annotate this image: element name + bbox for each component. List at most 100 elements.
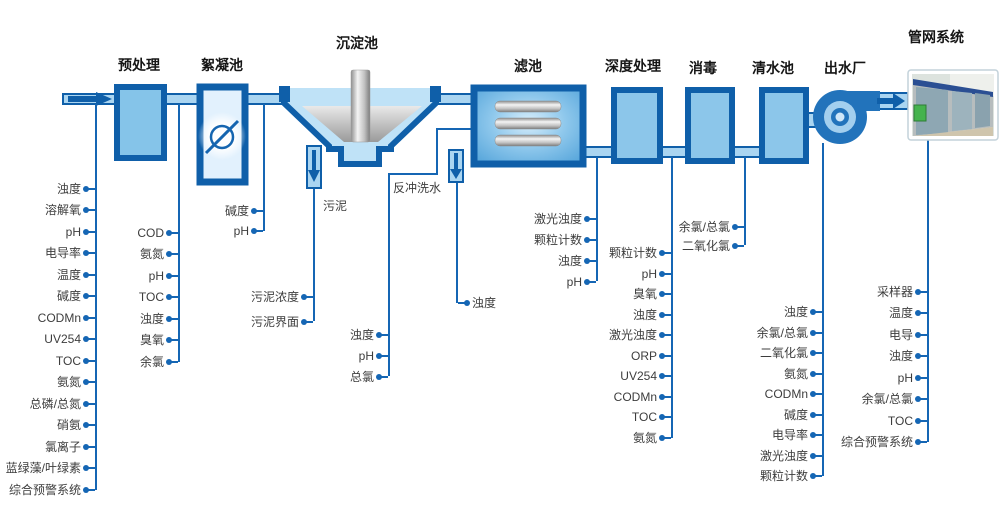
param-label: COD [137,225,164,240]
tick-connector-icon [659,352,671,359]
param-row: 余氯 [28,351,178,373]
tick-connector-icon [166,315,178,322]
stage-title-pipe-network: 管网系统 [908,29,964,45]
tick-connector-icon [83,228,95,235]
param-row: 电导率 [672,425,822,446]
param-row: UV254 [0,329,95,351]
tick-connector-icon [732,242,744,249]
tick-connector-icon [83,185,95,192]
tick-connector-icon [659,434,671,441]
param-row: 浊度 [0,178,95,200]
param-label: 综合预警系统 [840,435,913,450]
param-label: 电导率 [44,246,81,261]
tick-connector-icon [659,414,671,421]
param-label: 氨氮 [56,375,81,390]
pipe-network-photo [907,69,999,141]
tick-connector-icon [915,374,927,381]
param-row: 二氧化氯 [672,343,822,364]
param-row: 余氯/总氯 [672,323,822,344]
param-label: 氨氮 [783,366,808,381]
param-label: 余氯/总氯 [861,392,913,407]
param-row: 颗粒计数 [672,466,822,487]
param-row: 硝氨 [0,415,95,437]
param-label: CODMn [37,310,81,325]
tick-connector-icon [810,350,822,357]
tick-connector-icon [251,228,263,234]
tick-connector-icon [83,443,95,450]
param-row: 浊度 [238,324,388,345]
param-label: 温度 [888,306,913,321]
param-column-advanced: 颗粒计数 pH 臭氧 浊度 激光浊度 ORP UV254 CODMn TOC 氨… [521,243,671,448]
param-label: pH [233,224,249,238]
param-row: 污泥界面 [163,309,313,334]
inflow-arrow-icon [68,92,112,106]
param-column-pipe-network: 采样器 温度 电导 浊度 pH 余氯/总氯 TOC 综合预警系统 [777,281,927,453]
param-label: pH [641,266,657,281]
param-label: 激光浊度 [608,328,657,343]
param-column-sludge: 污泥浓度 污泥界面 [163,284,313,334]
tick-connector-icon [458,300,470,306]
param-row: ORP [521,346,671,367]
param-label: UV254 [620,369,657,384]
param-label: 电导率 [771,428,808,443]
param-row: 总氯 [238,366,388,387]
mixer-shaft [350,69,371,143]
param-row: 采样器 [777,281,927,303]
param-row: COD [28,222,178,244]
tick-connector-icon [810,309,822,316]
param-label: 电导 [888,327,913,342]
tick-connector-icon [166,358,178,365]
param-label: 激光浊度 [533,211,582,226]
param-row: 余氯/总氯 [777,389,927,411]
param-label: 臭氧 [632,287,657,302]
param-label: pH [358,348,374,363]
tick-connector-icon [251,208,263,214]
param-row: pH [446,271,596,292]
param-row: 浊度 [28,308,178,330]
param-label: CODMn [613,389,657,404]
tick-connector-icon [915,417,927,424]
param-label: 浊度 [472,296,497,310]
tick-connector-icon [659,250,671,257]
param-label: 蓝绿藻/叶绿素 [5,461,81,476]
param-row: 温度 [777,303,927,325]
param-column-disinfection: 余氯/总氯 二氧化氯 [594,217,744,255]
param-label: 碱度 [224,204,249,218]
stage-title-filter: 滤池 [514,58,542,74]
tick-connector-icon [810,411,822,418]
param-label: 污泥界面 [250,314,299,329]
param-column-clear-water: 浊度 余氯/总氯 二氧化氯 氨氮 CODMn 碱度 电导率 激光浊度 颗粒计数 [672,302,822,487]
param-row: pH [113,221,263,241]
clear-water-tank [759,87,809,164]
tick-connector-icon [810,329,822,336]
param-row: 浊度 [521,305,671,326]
monitor-screen [913,104,927,122]
param-row: 温度 [0,264,95,286]
param-label: 综合预警系统 [8,482,81,497]
param-column-raw-water: 浊度 溶解氧 pH 电导率 温度 碱度 CODMn UV254 TOC 氨氮 总… [0,178,95,501]
tick-connector-icon [810,432,822,439]
param-label: 二氧化氯 [759,346,808,361]
param-row: 电导 [777,324,927,346]
param-column-pretreatment: COD 氨氮 pH TOC 浊度 臭氧 余氯 [28,222,178,373]
advanced-treatment-tank [611,87,663,164]
param-row: 碱度 [0,286,95,308]
param-label: TOC [138,290,164,305]
param-label: 采样器 [876,284,913,299]
tick-connector-icon [83,250,95,257]
param-column-flocculation: 碱度 pH [113,201,263,241]
param-label: 颗粒计数 [533,232,582,247]
param-label: 余氯/总氯 [756,325,808,340]
backwash-water-label: 反冲洗水 [393,181,442,195]
tick-connector-icon [810,370,822,377]
tick-connector-icon [659,393,671,400]
param-label: 碱度 [56,289,81,304]
param-row: TOC [28,287,178,309]
param-row: 余氯/总氯 [594,217,744,236]
stage-title-advanced-treatment: 深度处理 [605,58,661,74]
tick-connector-icon [83,314,95,321]
flocculation-tank [196,83,249,186]
param-column-filter: 激光浊度 颗粒计数 浊度 pH [446,208,596,292]
param-label: 浊度 [139,311,164,326]
